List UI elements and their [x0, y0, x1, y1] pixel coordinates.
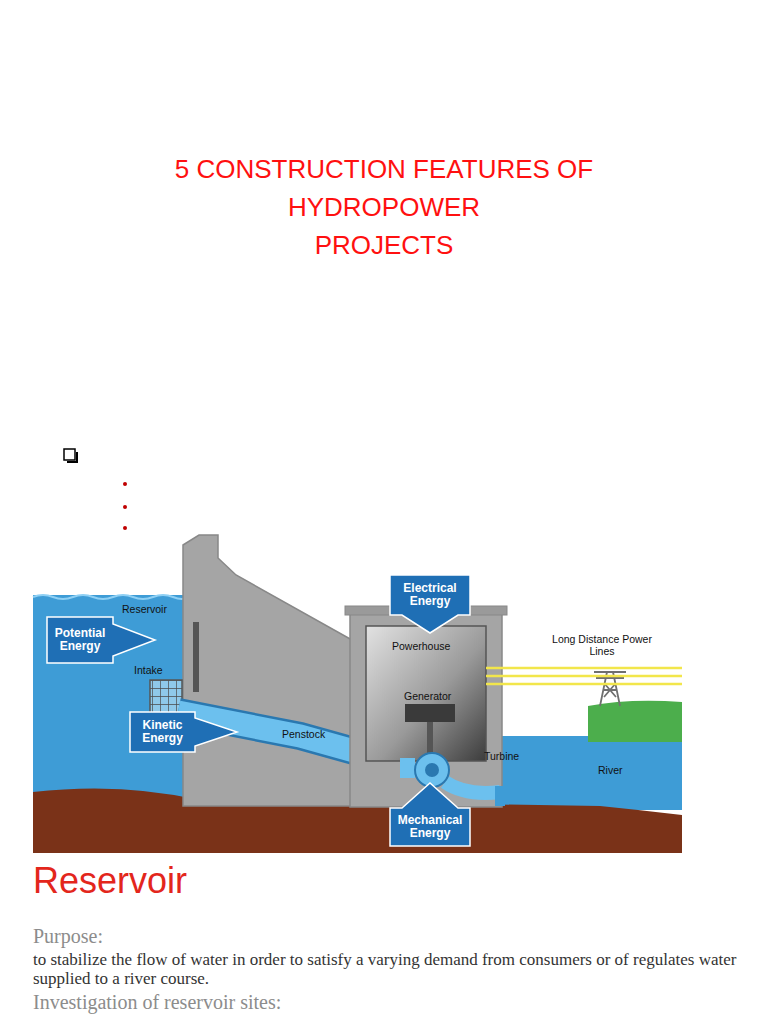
penstock-end — [400, 758, 415, 778]
part-label: River — [598, 764, 623, 776]
energy-arrow: Electrical Energy — [390, 575, 470, 615]
checkbox-shadow — [67, 452, 77, 462]
water-surface — [33, 595, 188, 599]
arrow-text-box: Electrical Energy — [393, 575, 467, 615]
part-label: Intake — [134, 664, 163, 676]
powerhouse-building — [350, 612, 502, 807]
bullet-dot — [123, 482, 127, 486]
section-heading: Reservoir — [33, 860, 187, 901]
body-text: to stabilize the flow of water in order … — [33, 951, 758, 988]
tailrace-outlet — [495, 786, 505, 806]
gate-slot — [193, 622, 199, 692]
part-label: Long Distance Power Lines — [552, 633, 652, 657]
title-line: PROJECTS — [0, 226, 768, 264]
turbine-runner — [425, 763, 439, 777]
dam — [183, 535, 352, 806]
river-bank — [588, 701, 682, 742]
part-label: Reservoir — [122, 603, 167, 615]
energy-label: Kinetic Energy — [133, 719, 192, 745]
arrow-text-box: Mechanical Energy — [393, 808, 467, 846]
arrow-text-box: Kinetic Energy — [133, 712, 192, 752]
generator — [405, 704, 455, 722]
title-line: 5 CONSTRUCTION FEATURES OF — [0, 150, 768, 188]
arrow-outline — [47, 617, 155, 663]
arrow-text-box: Potential Energy — [50, 617, 110, 663]
title-line: HYDROPOWER — [0, 188, 768, 226]
arrow-outline — [130, 712, 237, 752]
energy-label: Potential Energy — [50, 627, 110, 653]
energy-arrow: Mechanical Energy — [390, 808, 470, 846]
hydropower-illustration — [33, 532, 682, 853]
part-label: Penstock — [282, 728, 325, 740]
power-lines — [486, 668, 682, 684]
energy-arrow: Kinetic Energy — [130, 712, 195, 752]
subheading: Purpose: — [33, 925, 103, 948]
shaft — [427, 722, 433, 756]
part-label: Powerhouse — [392, 640, 450, 652]
powerhouse-room — [366, 626, 486, 761]
reservoir-water — [33, 595, 188, 805]
page-title: 5 CONSTRUCTION FEATURES OF HYDROPOWER PR… — [0, 150, 768, 264]
energy-arrow: Potential Energy — [47, 617, 113, 663]
arrow-outline — [390, 783, 470, 846]
illustration-ground — [33, 532, 682, 853]
bullet-dot — [123, 526, 127, 530]
draft-tube — [445, 782, 500, 793]
arrow-outline — [390, 575, 470, 633]
bullet-dot — [123, 505, 127, 509]
energy-label: Electrical Energy — [393, 582, 467, 608]
subheading: Investigation of reservoir sites: — [33, 991, 281, 1014]
part-label: Turbine — [484, 750, 519, 762]
river-water — [495, 736, 682, 810]
checkbox-bullet — [64, 449, 75, 460]
turbine-casing — [415, 753, 449, 787]
energy-label: Mechanical Energy — [393, 814, 467, 840]
part-label: Generator — [404, 690, 451, 702]
bullet-marks — [64, 449, 127, 530]
